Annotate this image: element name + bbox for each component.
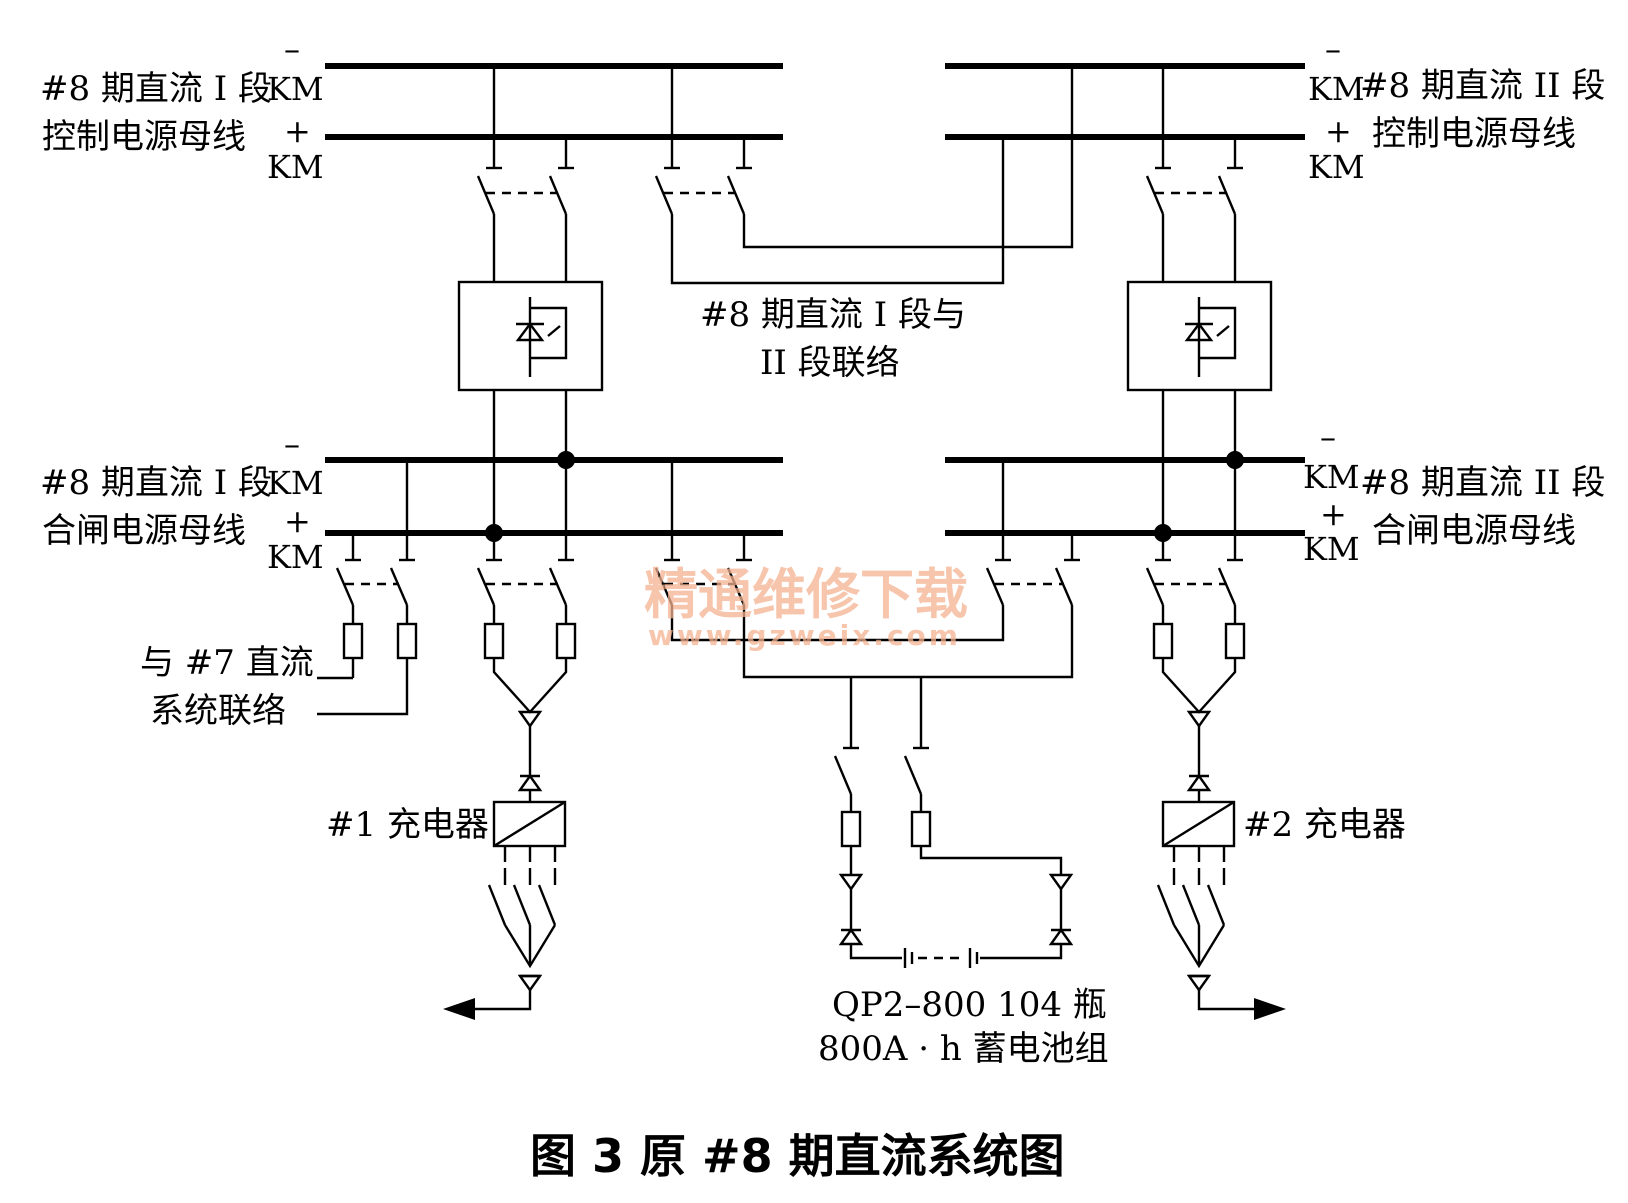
figure-caption: 图 3 原 #8 期直流系统图 bbox=[530, 1129, 1065, 1183]
battery-label-line2: 800A · h 蓄电池组 bbox=[818, 1029, 1109, 1069]
tie-label-line1: #8 期直流 I 段与 bbox=[700, 295, 966, 335]
ctl-1-plus-sign: + bbox=[284, 112, 311, 150]
charger-2-label: #2 充电器 bbox=[1243, 805, 1406, 845]
cls-bus-2-label-line1: #8 期直流 II 段 bbox=[1360, 463, 1605, 503]
cls-1-km-minus: KM bbox=[267, 464, 324, 502]
link7-label-line1: 与 #7 直流 bbox=[140, 643, 314, 683]
ctl-bus-2-label-line2: 控制电源母线 bbox=[1372, 114, 1576, 154]
cls-1-km-plus: KM bbox=[267, 538, 324, 576]
cls-bus-1-label-line1: #8 期直流 I 段 bbox=[40, 463, 272, 503]
cls-1-minus-sign: – bbox=[284, 425, 300, 463]
junction-dots bbox=[485, 451, 1244, 542]
ctl-2-minus-sign: – bbox=[1325, 30, 1341, 68]
cls-bus-1-label-line2: 合闸电源母线 bbox=[42, 511, 246, 551]
ctl-2-km-plus: KM bbox=[1308, 148, 1365, 186]
ctl-bus-1-label-line2: 控制电源母线 bbox=[42, 117, 246, 157]
charger-1-label: #1 充电器 bbox=[326, 805, 489, 845]
bus-bars bbox=[325, 63, 1305, 536]
ctl-2-plus-sign: + bbox=[1325, 112, 1352, 150]
cls-1-plus-sign: + bbox=[284, 502, 311, 540]
cls-bus-2-label-line2: 合闸电源母线 bbox=[1372, 511, 1576, 551]
closing-bus-tie bbox=[654, 460, 1080, 679]
charger-2-feeder bbox=[1145, 460, 1286, 1020]
battery-label-line1: QP2–800 104 瓶 bbox=[832, 985, 1107, 1025]
control-bus-tie bbox=[654, 66, 1074, 285]
right-control-feeder bbox=[1145, 66, 1243, 282]
left-control-feeder bbox=[476, 66, 574, 282]
cls-2-km-plus: KM bbox=[1303, 530, 1360, 568]
text-labels: #8 期直流 I 段 控制电源母线 #8 期直流 II 段 控制电源母线 #8 … bbox=[40, 66, 1605, 1183]
tie-label-line2: II 段联络 bbox=[760, 343, 900, 383]
ctl-bus-1-label-line1: #8 期直流 I 段 bbox=[40, 69, 272, 109]
watermark-cn: 精通维修下载 bbox=[644, 562, 968, 626]
cls-2-minus-sign: – bbox=[1320, 418, 1336, 456]
regulator-block-2 bbox=[1126, 280, 1273, 533]
link-7-feeder bbox=[317, 460, 418, 716]
ctl-1-minus-sign: – bbox=[284, 30, 300, 68]
ctl-1-km-minus: KM bbox=[267, 70, 324, 108]
watermark-url: www.gzweix.com bbox=[648, 619, 961, 652]
charger-1-feeder bbox=[443, 460, 577, 1020]
battery-branch bbox=[833, 677, 1074, 968]
cls-2-plus-sign: + bbox=[1320, 495, 1347, 533]
link7-label-line2: 系统联络 bbox=[150, 691, 286, 731]
cls-2-km-minus: KM bbox=[1303, 458, 1360, 496]
polarity-labels: – KM + KM – KM + KM – KM + KM – KM + KM bbox=[267, 30, 1365, 576]
ctl-2-km-minus: KM bbox=[1308, 70, 1365, 108]
ctl-1-km-plus: KM bbox=[267, 148, 324, 186]
ctl-bus-2-label-line1: #8 期直流 II 段 bbox=[1360, 66, 1605, 106]
regulator-block-1 bbox=[457, 280, 604, 533]
